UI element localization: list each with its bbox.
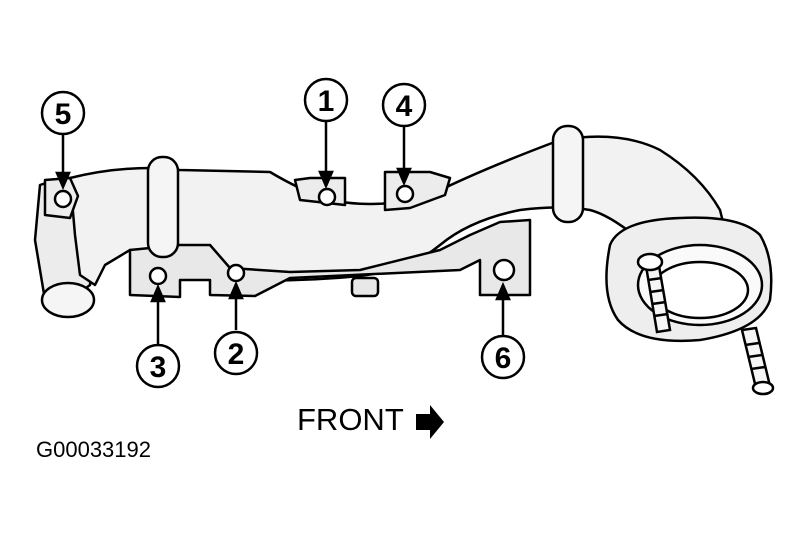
bolt-4 [395,184,415,204]
callout-3: 3 [135,343,181,389]
callout-5-label: 5 [55,98,72,131]
bolt-5 [53,189,73,209]
callout-2-label: 2 [228,338,245,371]
callouts: 1 4 5 3 2 6 [40,77,526,389]
callout-6: 6 [480,334,526,380]
callout-1: 1 [303,77,349,123]
leader-lines [55,122,511,345]
bolt-1 [317,187,337,207]
bolt-2 [226,263,246,283]
front-direction-label: FRONT [297,402,404,437]
callout-1-label: 1 [318,85,335,118]
callout-3-label: 3 [150,351,167,384]
callout-6-label: 6 [495,342,512,375]
figure-id: G00033192 [36,437,151,462]
bolt-3 [148,266,168,286]
callout-2: 2 [213,330,259,376]
bolt-6 [492,258,516,282]
callout-4-label: 4 [396,90,413,123]
bolt-holes [53,184,516,286]
arrow-right-icon [416,405,444,439]
threaded-studs [636,252,775,396]
callout-5: 5 [40,90,86,136]
callout-4: 4 [381,82,427,128]
